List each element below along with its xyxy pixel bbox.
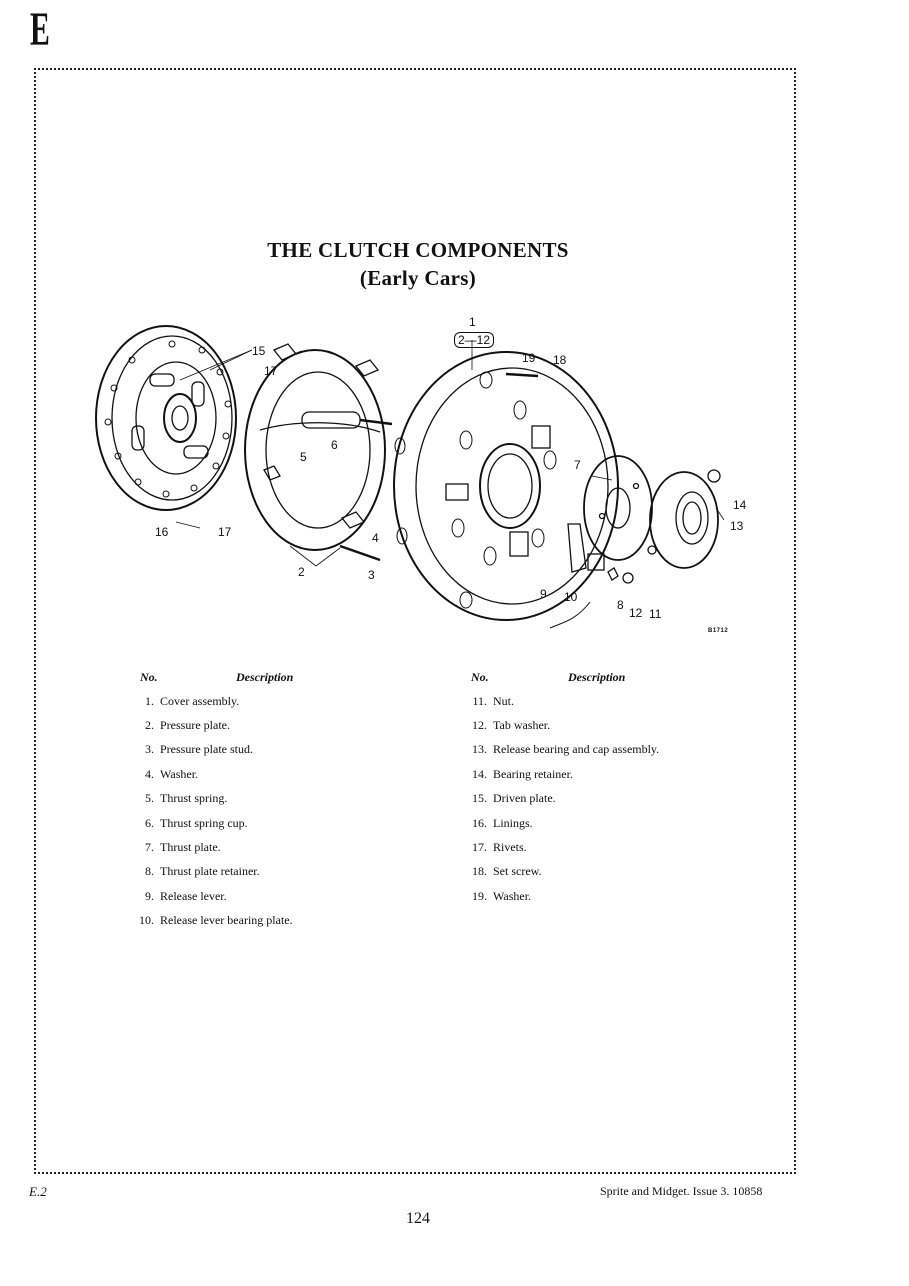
list-item: 3.Pressure plate stud. [145,742,253,757]
list-item: 16.Linings. [472,815,533,830]
callout-2: 2 [298,565,305,579]
section-letter: E [30,3,50,56]
list-item: 4.Washer. [145,766,199,781]
list-item: 12.Tab washer. [472,718,551,733]
release-bearing-drawing [647,469,721,569]
list-item: 7.Thrust plate. [145,840,221,855]
callout-4: 4 [372,531,379,545]
clutch-exploded-diagram [95,325,725,629]
list-item: 1.Cover assembly. [145,693,240,708]
list-item: 10.Release lever bearing plate. [139,913,293,928]
callout-10: 10 [564,590,578,604]
callout-6: 6 [331,438,338,452]
callout-11: 11 [649,607,662,621]
page-number: 124 [406,1210,430,1227]
callout-19: 19 [522,351,536,365]
thrust-plate-drawing [583,455,653,561]
callout-1: 1 [469,315,476,329]
callout-13: 13 [730,519,744,533]
list-item: 18.Set screw. [472,864,542,879]
drawing-reference-code: B1712 [708,628,729,634]
list-item: 15.Driven plate. [472,791,556,806]
list-item: 14.Bearing retainer. [472,766,573,781]
callout-15: 15 [252,344,266,358]
callout-leaders [175,340,725,567]
driven-plate-drawing [95,325,237,511]
left-header-no: No. [140,670,158,684]
callout-16: 16 [155,525,169,539]
list-item: 6.Thrust spring cup. [145,815,248,830]
list-item: 2.Pressure plate. [145,718,230,733]
list-item: 17.Rivets. [472,840,527,855]
callout-9: 9 [540,587,547,601]
diagram-title: THE CLUTCH COMPONENTS [267,238,569,262]
list-item: 5.Thrust spring. [145,791,228,806]
left-header-description: Description [236,670,294,684]
parts-list-right: 11.Nut. 12.Tab washer. 13.Release bearin… [461,689,659,909]
list-item: 8.Thrust plate retainer. [145,864,260,879]
callout-18: 18 [553,353,567,367]
pressure-plate-drawing [244,343,393,562]
callout-2-12: 2—12 [454,332,495,348]
list-item: 11.Nut. [472,693,514,708]
list-item: 9.Release lever. [145,888,227,903]
list-item: 13.Release bearing and cap assembly. [472,742,660,757]
list-item: 19.Washer. [472,888,532,903]
release-lever-drawing [549,523,634,629]
callout-12: 12 [629,606,643,620]
callout-17: 17 [218,525,232,539]
callout-5: 5 [300,450,307,464]
callout-7: 7 [574,458,581,472]
diagram-subtitle: (Early Cars) [359,266,477,290]
callout-17: 17 [264,364,278,378]
right-header-description: Description [568,670,626,684]
footer-publication-info: Sprite and Midget. Issue 3. 10858 [600,1184,763,1198]
callout-3: 3 [368,568,375,582]
page-frame [34,68,796,1174]
callout-14: 14 [733,498,747,512]
cover-assembly-drawing [393,351,619,621]
footer-section-ref: E.2 [29,1184,47,1199]
right-header-no: No. [471,670,489,684]
callout-8: 8 [617,598,624,612]
parts-list-left: 1.Cover assembly. 2.Pressure plate. 3.Pr… [128,689,293,933]
